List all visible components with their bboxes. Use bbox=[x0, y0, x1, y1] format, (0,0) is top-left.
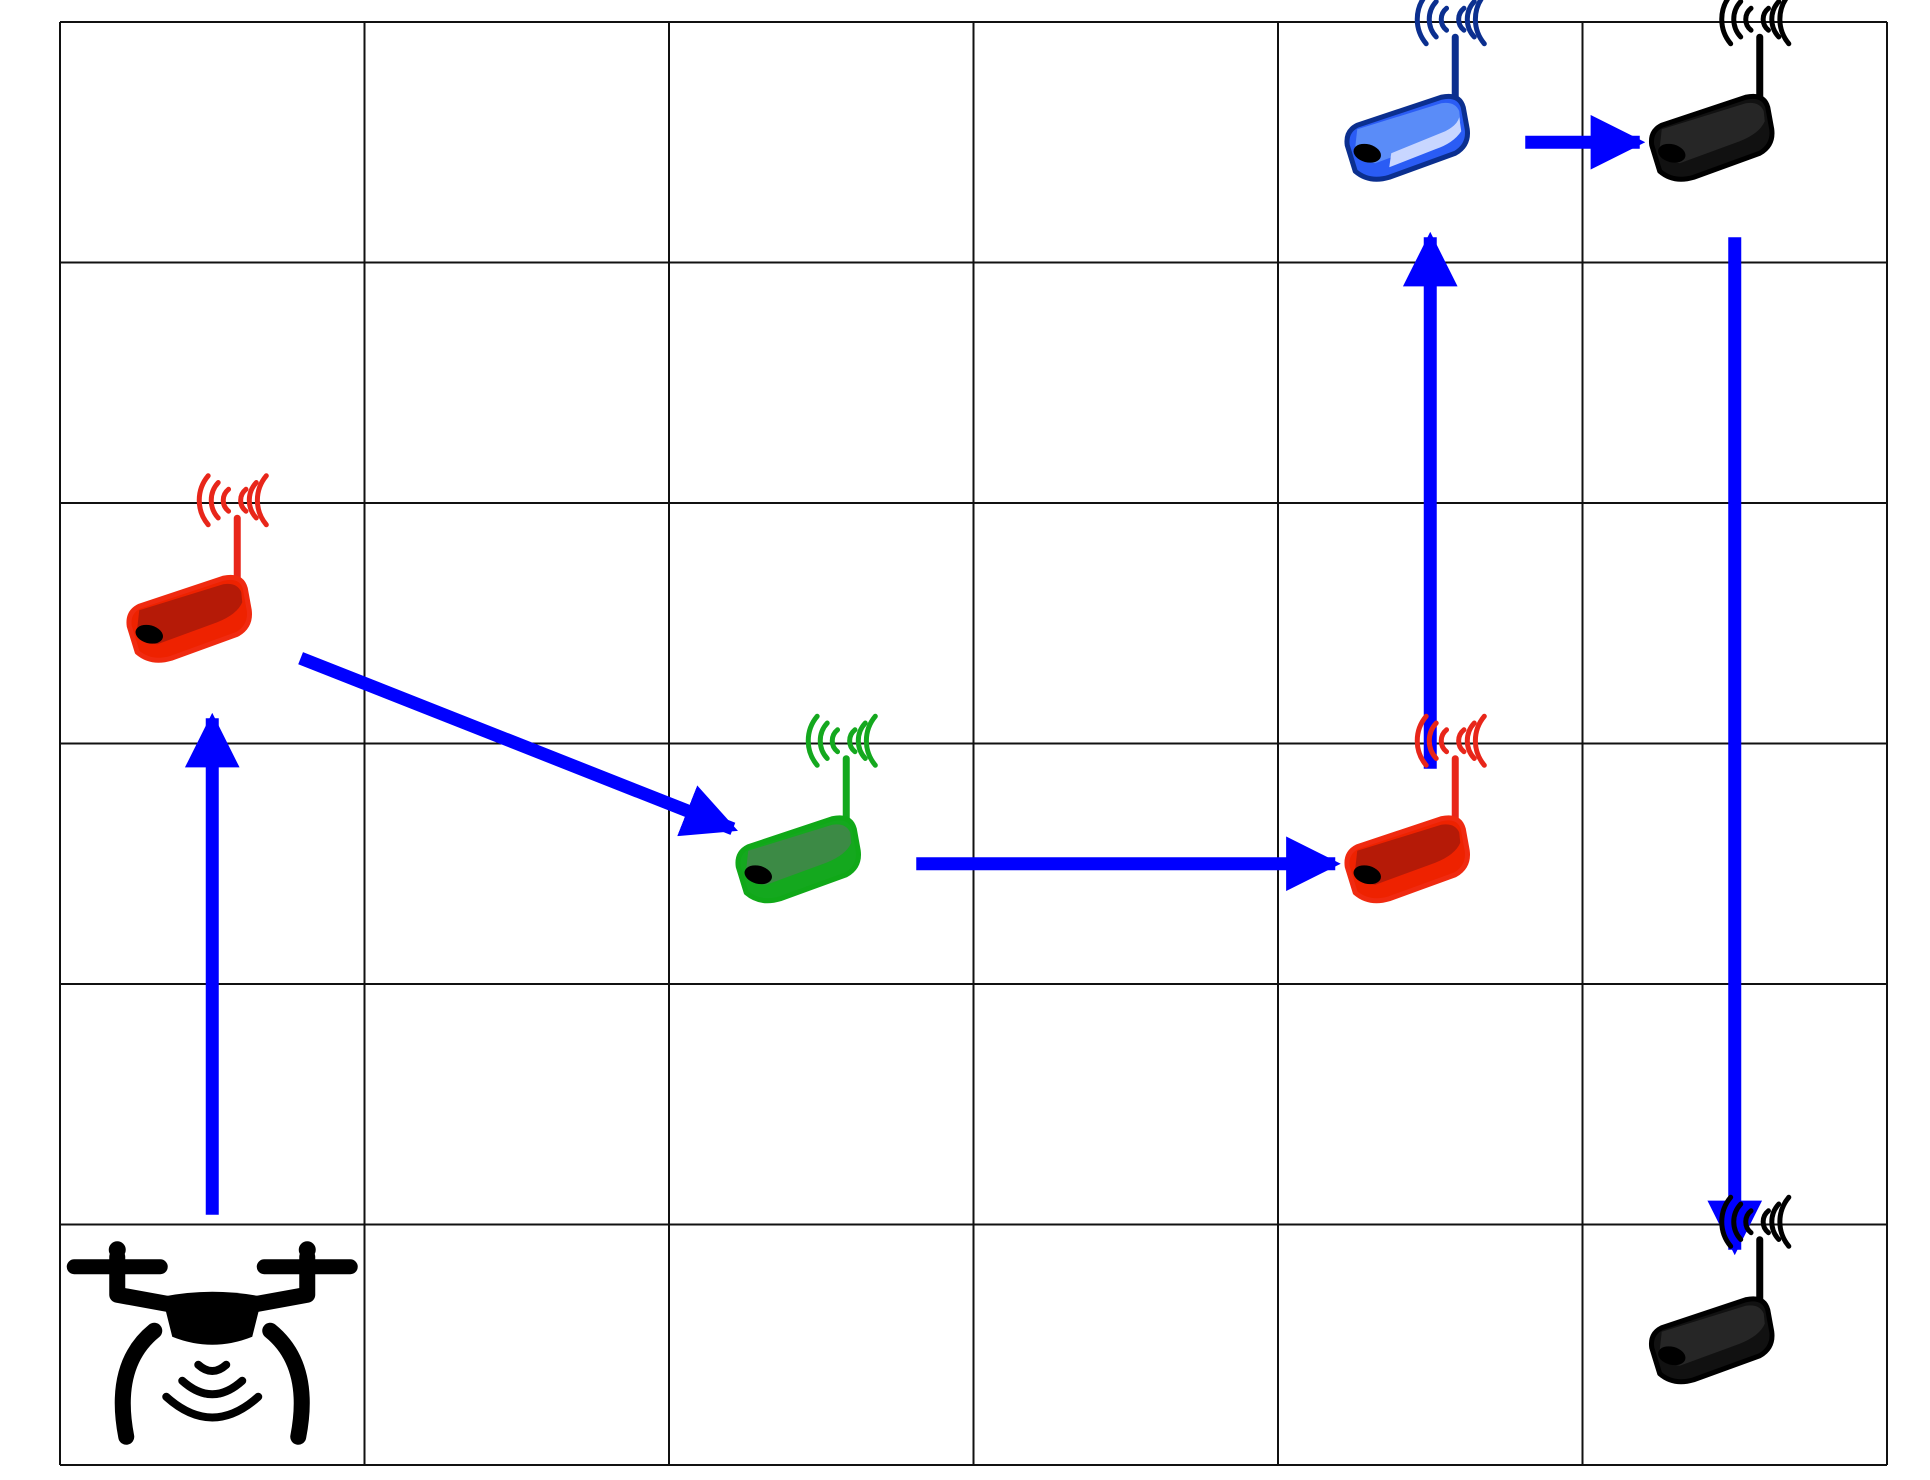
router-led bbox=[1658, 143, 1686, 163]
black-router-icon bbox=[1648, 1194, 1792, 1385]
router-top bbox=[1355, 824, 1461, 885]
signal-waves-icon bbox=[1414, 0, 1487, 47]
drone-icon bbox=[66, 1241, 358, 1445]
router-top bbox=[1355, 102, 1461, 164]
red-router-icon bbox=[126, 473, 269, 663]
grid bbox=[59, 21, 1888, 1466]
nodes bbox=[66, 0, 1792, 1445]
signal-waves-icon bbox=[1719, 0, 1792, 47]
blue-router-icon bbox=[1344, 0, 1487, 182]
router-led bbox=[744, 865, 772, 885]
flight-path bbox=[184, 114, 1763, 1256]
router-top bbox=[746, 824, 852, 885]
router-led bbox=[1658, 1346, 1686, 1366]
black-router-icon bbox=[1648, 0, 1792, 182]
router-top bbox=[1659, 102, 1765, 164]
router-top bbox=[137, 583, 243, 645]
arm-left bbox=[109, 1248, 181, 1313]
leg-left bbox=[114, 1322, 163, 1445]
drone-body bbox=[162, 1291, 263, 1345]
signal-waves-icon bbox=[805, 713, 878, 768]
red-router-icon bbox=[1344, 713, 1487, 904]
leg-right bbox=[262, 1322, 310, 1445]
green-router-icon bbox=[735, 713, 878, 904]
signal-waves-icon bbox=[1719, 1194, 1792, 1249]
signal-waves-icon bbox=[1414, 713, 1487, 768]
drone-signal-icon bbox=[162, 1360, 263, 1422]
router-led bbox=[135, 624, 163, 644]
path-arrow bbox=[298, 652, 738, 837]
router-led bbox=[1353, 865, 1381, 885]
router-shine bbox=[1389, 117, 1462, 168]
signal-waves-icon bbox=[196, 473, 269, 528]
router-led bbox=[1353, 143, 1381, 163]
arm-right bbox=[244, 1248, 316, 1313]
router-top bbox=[1659, 1305, 1765, 1366]
